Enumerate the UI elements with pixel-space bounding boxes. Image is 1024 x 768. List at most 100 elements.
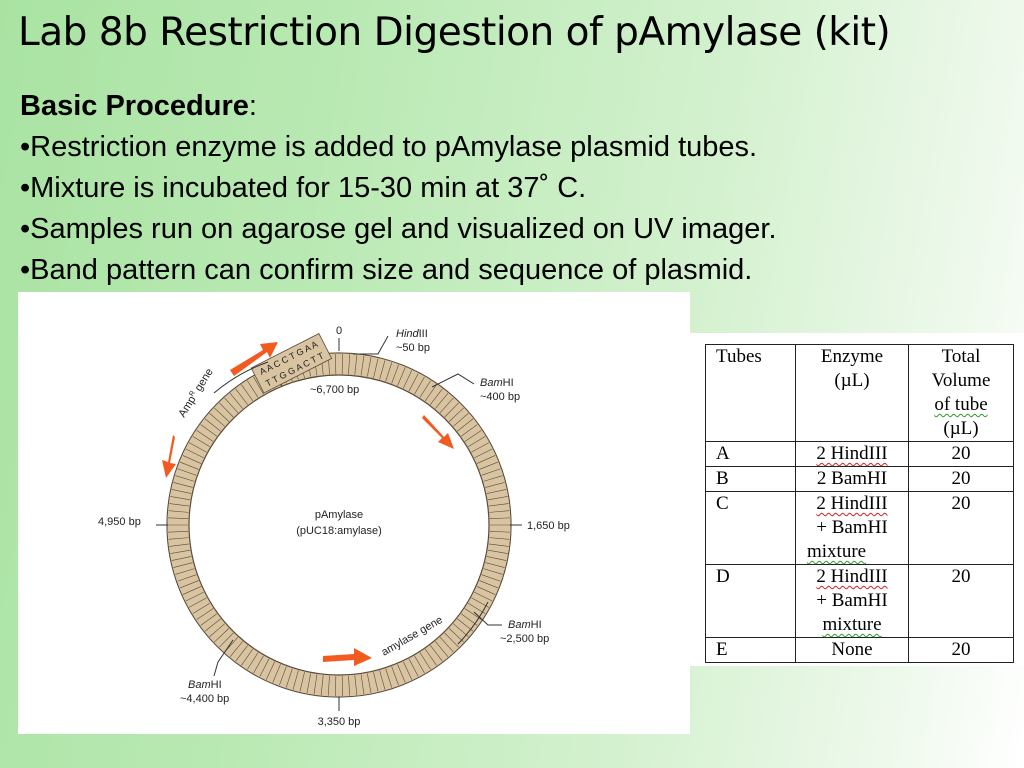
ring-hatch [366, 673, 372, 694]
header-total-line1: Total [941, 346, 981, 367]
procedure-bullet-4: •Band pattern can confirm size and seque… [20, 254, 753, 286]
ring-hatch [168, 517, 189, 519]
ring-hatch [408, 373, 419, 392]
ring-hatch [224, 397, 239, 413]
ring-hatch [170, 496, 191, 501]
cell-enzyme-line1: 2 HindIII [798, 492, 906, 516]
ring-hatch [179, 580, 199, 589]
ring-hatch [173, 482, 193, 488]
cell-enzyme-line2: + BamHI [816, 590, 888, 611]
ring-hatch [474, 448, 493, 459]
table-header-row: Tubes Enzyme (µL) Total Volume of tube (… [705, 344, 1014, 442]
arrow-bottom-right-icon [323, 648, 372, 666]
cell-enzyme-line3-text: mixture [822, 614, 882, 635]
ring-hatch [360, 674, 365, 695]
ring-hatch [444, 632, 459, 648]
ring-hatch [419, 380, 431, 398]
ring-hatch [476, 455, 496, 464]
ring-hatch [185, 448, 204, 459]
ring-hatch [168, 531, 189, 533]
header-total-line4: (µL) [943, 418, 979, 439]
ring-hatch [247, 380, 259, 398]
ring-hatch [468, 436, 486, 448]
ring-hatch [348, 354, 351, 375]
ring-hatch [391, 666, 399, 686]
ring-hatch [259, 658, 270, 677]
cell-enzyme-line1-text: 2 HindIII [816, 493, 888, 514]
ring-hatch [354, 354, 358, 375]
ring-hatch [265, 661, 275, 680]
amylase-span [457, 601, 489, 645]
ring-hatch [171, 489, 192, 494]
label-6700: ~6,700 bp [310, 384, 359, 396]
tubes-table: Tubes Enzyme (µL) Total Volume of tube (… [705, 344, 1014, 663]
ring-hatch [414, 655, 425, 674]
ring-hatch [189, 442, 207, 453]
sequence-box [250, 332, 333, 394]
label-zero: 0 [336, 325, 342, 337]
ring-hatch [408, 658, 419, 677]
ring-hatch [229, 393, 243, 409]
ring-hatch [379, 360, 386, 380]
label-hindiii: HindIII [396, 328, 428, 340]
ring-hatch [397, 664, 406, 683]
ring-hatch [229, 641, 243, 657]
plasmid-name: pAmylase [315, 509, 363, 521]
ring-hatch [169, 543, 190, 547]
cell-enzyme: 2 HindIII [795, 441, 909, 467]
cell-tube: E [705, 637, 796, 663]
ring-hatch [348, 675, 351, 696]
ring-hatch [439, 397, 454, 413]
header-total-line3: of tube [911, 393, 1011, 417]
table-row: A 2 HindIII 20 [705, 441, 1014, 467]
cell-enzyme-line1: 2 HindIII [816, 443, 888, 464]
ring-hatch [196, 608, 214, 620]
ring-hatch [182, 586, 202, 595]
cell-total: 20 [908, 491, 1014, 565]
ring-hatch [327, 675, 330, 696]
ring-hatch [476, 586, 496, 595]
label-1650: 1,650 bp [527, 520, 570, 532]
ring-hatch [204, 618, 221, 632]
label-4950: 4,950 bp [98, 516, 141, 528]
label-bamhi-1-position: ~400 bp [480, 391, 520, 403]
plasmid-subtitle: (pUC18:amylase) [296, 525, 382, 537]
ring-hatch [168, 537, 189, 540]
ring-hatch [214, 407, 230, 422]
ring-hatch [487, 496, 508, 501]
ring-hatch [173, 562, 193, 568]
table-row: D 2 HindIII + BamHI mixture 20 [705, 564, 1014, 638]
ring-hatch [279, 666, 287, 686]
ring-hatch [299, 671, 305, 692]
ring-hatch [448, 407, 464, 422]
ring-hatch [488, 543, 509, 547]
ring-hatch [320, 675, 324, 696]
ring-hatch [175, 568, 195, 575]
ring-hatch [397, 367, 406, 386]
cell-tube: D [705, 564, 796, 638]
ring-hatch [253, 376, 264, 395]
ring-hatch [485, 562, 505, 568]
ring-hatch [489, 537, 510, 540]
ring-hatch [241, 384, 254, 402]
ring-hatch [439, 637, 454, 653]
ring-hatch [385, 668, 393, 688]
bam1-leader-line [431, 373, 475, 388]
ring-hatch [488, 503, 509, 507]
ring-hatch [414, 376, 425, 395]
header-total-line2: Volume [931, 370, 991, 391]
ring-hatch [444, 402, 459, 418]
cell-enzyme-line3-text: mixture [807, 541, 867, 562]
ring-hatch [419, 652, 431, 670]
ring-hatch [391, 364, 399, 384]
cell-total: 20 [908, 466, 1014, 492]
header-total-volume: Total Volume of tube (µL) [908, 344, 1014, 442]
ring-hatch [196, 430, 214, 442]
ring-hatch-marks [168, 354, 510, 696]
procedure-heading-line: Basic Procedure: [20, 86, 777, 127]
ring-hatch [453, 413, 469, 427]
ring-hatch [272, 664, 281, 683]
header-enzyme-line2: (µL) [834, 370, 870, 391]
ring-hatch [460, 424, 478, 437]
header-tubes: Tubes [705, 344, 796, 442]
